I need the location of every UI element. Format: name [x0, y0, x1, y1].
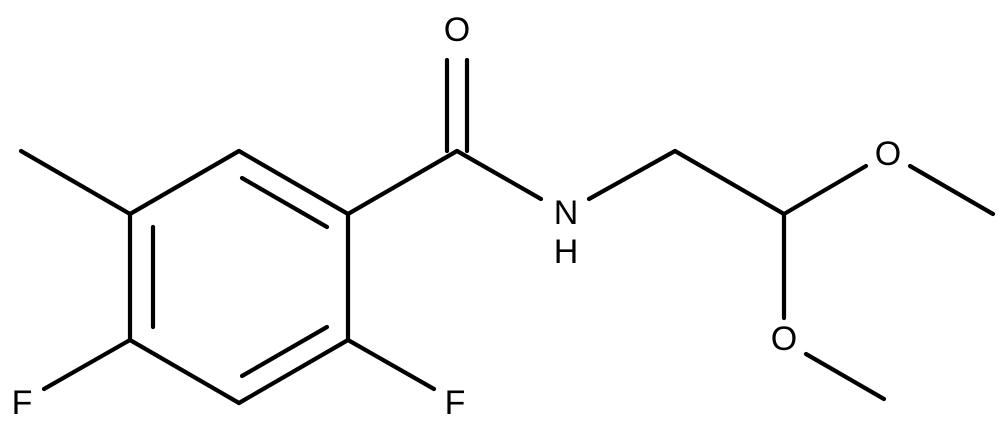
- bond-c2-c3-inner: [239, 324, 330, 379]
- bond-c4-f: [41, 337, 133, 392]
- bond-ch-o-upper: [781, 163, 869, 217]
- bond-o-upper-methyl: [907, 163, 996, 217]
- bond-carbonyl-n: [454, 148, 544, 202]
- atom-nitrogen-hydrogen: H: [554, 233, 579, 271]
- bond-o-lower-methyl: [803, 351, 887, 402]
- bond-c5-c6: [127, 148, 242, 217]
- bond-methyl: [18, 148, 133, 217]
- bond-c3-c4: [127, 337, 242, 406]
- bond-c6-c1-inner: [239, 175, 330, 230]
- atom-nitrogen: N: [554, 194, 579, 232]
- atom-oxygen-methoxy-upper: O: [875, 135, 901, 173]
- bond-n-ch2: [586, 148, 678, 202]
- atom-oxygen-methoxy-lower: O: [771, 320, 797, 358]
- atom-fluorine-2: F: [445, 384, 466, 422]
- bond-ch2-ch: [672, 148, 787, 217]
- atom-fluorine-4: F: [12, 384, 33, 422]
- atom-oxygen-carbonyl: O: [444, 11, 470, 49]
- bond-c2-c3: [236, 337, 351, 406]
- bond-c6-c1: [236, 148, 351, 217]
- benzene-ring: [127, 148, 351, 406]
- bond-ring-carbonyl: [345, 148, 460, 217]
- bond-c2-f: [345, 337, 437, 392]
